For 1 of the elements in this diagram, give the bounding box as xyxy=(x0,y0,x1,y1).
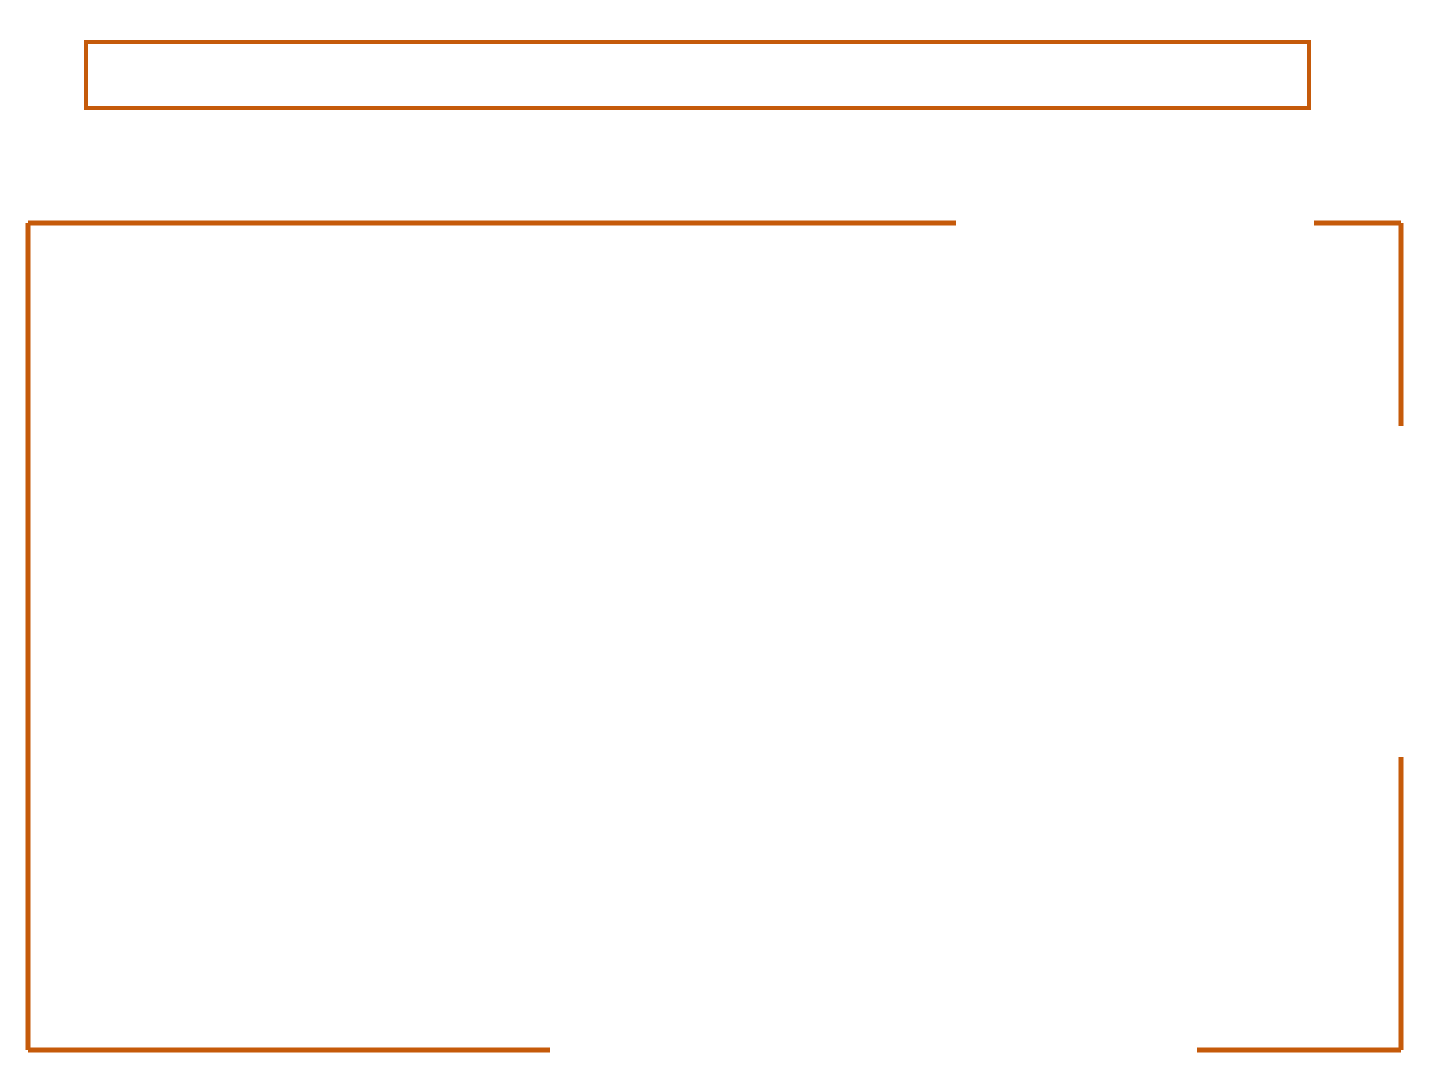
title-box xyxy=(84,40,1311,110)
